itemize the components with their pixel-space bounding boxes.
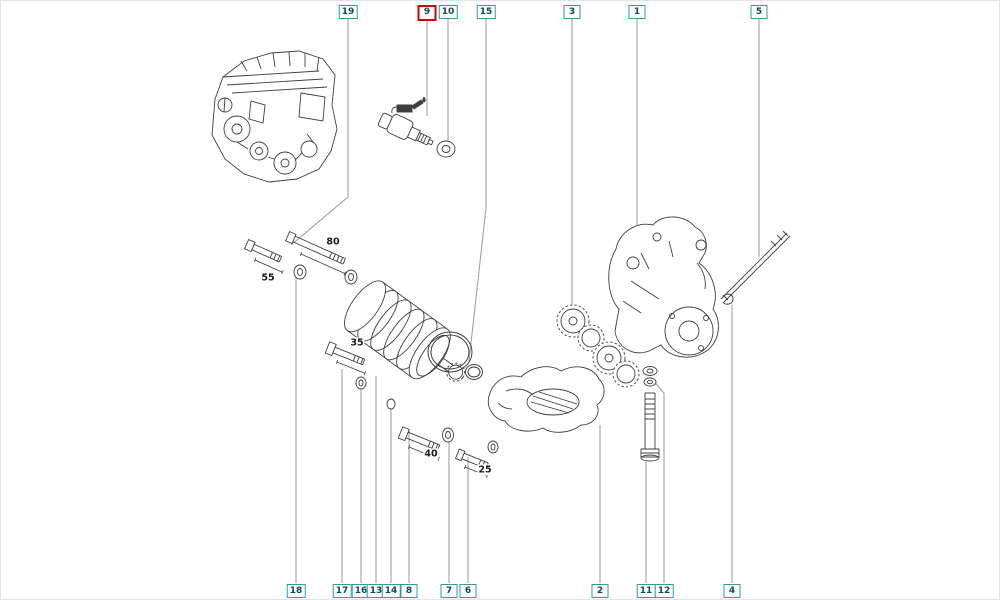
- callout-14[interactable]: 14: [381, 584, 401, 598]
- washer-bolt25[interactable]: [487, 440, 499, 454]
- bolt-40[interactable]: [397, 426, 441, 453]
- dim-line-35: [335, 359, 366, 376]
- callout-7[interactable]: 7: [440, 584, 458, 598]
- pump-gasket[interactable]: [487, 366, 605, 433]
- callout-6[interactable]: 6: [459, 584, 477, 598]
- callout-2[interactable]: 2: [591, 584, 609, 598]
- bolt-80[interactable]: [284, 230, 347, 266]
- bolt-11[interactable]: [640, 392, 660, 462]
- leader-19: [290, 19, 349, 246]
- bolt-35[interactable]: [324, 341, 366, 368]
- washer-12[interactable]: [642, 366, 658, 387]
- dim-line-80: [299, 252, 347, 276]
- callout-18[interactable]: 18: [286, 584, 306, 598]
- callout-15[interactable]: 15: [476, 5, 496, 19]
- retaining-clip[interactable]: [722, 293, 734, 305]
- callout-19[interactable]: 19: [338, 5, 358, 19]
- washer-7[interactable]: [442, 427, 454, 443]
- washer-bolt80-end[interactable]: [344, 269, 358, 285]
- dim-line-55: [253, 258, 284, 275]
- callout-17[interactable]: 17: [332, 584, 352, 598]
- dimension-label-40: 40: [423, 448, 439, 460]
- washer-16[interactable]: [355, 376, 367, 390]
- engine-illustration: [211, 50, 338, 183]
- callout-3[interactable]: 3: [563, 5, 581, 19]
- callout-8[interactable]: 8: [400, 584, 418, 598]
- callout-5[interactable]: 5: [750, 5, 768, 19]
- callout-1[interactable]: 1: [628, 5, 646, 19]
- o-ring-large[interactable]: [427, 331, 473, 373]
- o-ring-small[interactable]: [465, 364, 483, 380]
- callout-12[interactable]: 12: [654, 584, 674, 598]
- leader-15: [468, 19, 487, 362]
- plug-washer-14[interactable]: [386, 398, 396, 410]
- stud-rod[interactable]: [720, 230, 791, 303]
- dimension-label-80: 80: [325, 236, 341, 248]
- washer-18[interactable]: [293, 264, 307, 280]
- callout-9[interactable]: 9: [417, 5, 437, 21]
- callout-11[interactable]: 11: [636, 584, 656, 598]
- dimension-label-25: 25: [477, 464, 493, 476]
- callout-10[interactable]: 10: [438, 5, 458, 19]
- oil-pressure-sensor[interactable]: [377, 109, 437, 151]
- leader-12: [651, 378, 665, 583]
- oil-can-icon: [391, 96, 426, 114]
- leader-lines: [290, 19, 760, 583]
- sensor-washer[interactable]: [436, 140, 456, 158]
- pump-housing[interactable]: [608, 216, 719, 358]
- dimension-label-55: 55: [260, 272, 276, 284]
- dimension-label-35: 35: [349, 337, 365, 349]
- pump-gears[interactable]: [556, 304, 640, 388]
- callout-4[interactable]: 4: [723, 584, 741, 598]
- bolt-55[interactable]: [243, 238, 283, 264]
